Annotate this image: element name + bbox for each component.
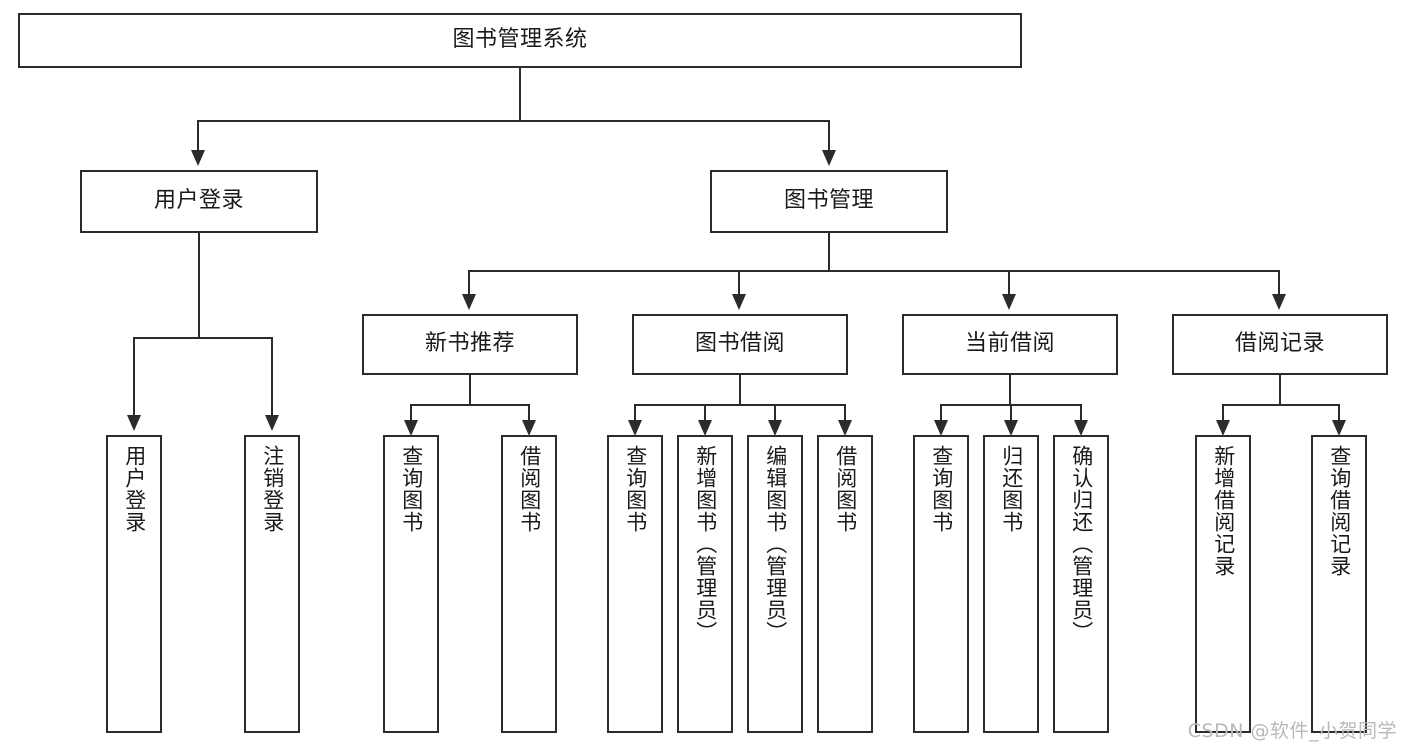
leaf-edit-book-admin[interactable]: 编辑图书（管理员）: [747, 435, 803, 733]
arrowhead-leaf-borrow-book-1: [522, 420, 536, 436]
leaf-add-record[interactable]: 新增借阅记录: [1195, 435, 1251, 733]
node-borrow-record[interactable]: 借阅记录: [1172, 314, 1388, 375]
connector-root-to-user-login: [197, 120, 199, 152]
arrowhead-leaf-query-book-3: [934, 420, 948, 436]
node-book-manage-label: 图书管理: [783, 188, 874, 214]
connector-br-drop-2: [1338, 404, 1340, 422]
connector-root-to-book-manage: [828, 120, 830, 152]
arrowhead-leaf-query-book-1: [404, 420, 418, 436]
connector-bb-stem: [739, 375, 741, 405]
node-root-label: 图书管理系统: [452, 27, 588, 53]
arrowhead-leaf-query-record: [1332, 420, 1346, 436]
connector-br-stem: [1279, 375, 1281, 405]
leaf-query-record-label: 查询借阅记录: [1327, 445, 1352, 577]
arrowhead-leaf-return-book: [1004, 420, 1018, 436]
leaf-query-record[interactable]: 查询借阅记录: [1311, 435, 1367, 733]
arrowhead-current-borrow: [1002, 294, 1016, 310]
leaf-edit-book-admin-label: 编辑图书（管理员）: [763, 445, 788, 643]
connector-bb-drop-2: [704, 404, 706, 422]
node-current-borrow[interactable]: 当前借阅: [902, 314, 1118, 375]
connector-user-login-drop-2: [271, 337, 273, 417]
arrowhead-book-borrow: [732, 294, 746, 310]
leaf-return-book-label: 归还图书: [999, 445, 1024, 533]
connector-nbr-drop-1: [410, 404, 412, 422]
leaf-query-book-3[interactable]: 查询图书: [913, 435, 969, 733]
arrowhead-leaf-add-book-admin: [698, 420, 712, 436]
leaf-add-book-admin[interactable]: 新增图书（管理员）: [677, 435, 733, 733]
connector-bm-drop-2: [738, 270, 740, 296]
arrowhead-leaf-user-login: [127, 415, 141, 431]
leaf-return-book[interactable]: 归还图书: [983, 435, 1039, 733]
leaf-logout[interactable]: 注销登录: [244, 435, 300, 733]
connector-bb-drop-1: [634, 404, 636, 422]
arrowhead-leaf-logout: [265, 415, 279, 431]
connector-br-drop-1: [1222, 404, 1224, 422]
connector-cb-drop-1: [940, 404, 942, 422]
connector-bb-bus: [634, 404, 846, 406]
leaf-query-book-1[interactable]: 查询图书: [383, 435, 439, 733]
connector-nbr-drop-2: [528, 404, 530, 422]
arrowhead-leaf-confirm-return: [1074, 420, 1088, 436]
connector-user-login-bus: [133, 337, 273, 339]
arrowhead-leaf-edit-book-admin: [768, 420, 782, 436]
leaf-query-book-2[interactable]: 查询图书: [607, 435, 663, 733]
node-new-book-rec[interactable]: 新书推荐: [362, 314, 578, 375]
leaf-borrow-book-1[interactable]: 借阅图书: [501, 435, 557, 733]
arrowhead-leaf-borrow-book-2: [838, 420, 852, 436]
connector-br-bus: [1222, 404, 1340, 406]
connector-cb-stem: [1009, 375, 1011, 405]
connector-user-login-drop-1: [133, 337, 135, 417]
leaf-borrow-book-1-label: 借阅图书: [517, 445, 542, 533]
node-user-login-label: 用户登录: [153, 188, 244, 214]
arrowhead-user-login: [191, 150, 205, 166]
leaf-query-book-1-label: 查询图书: [399, 445, 424, 533]
leaf-confirm-return-label: 确认归还（管理员）: [1069, 445, 1094, 643]
node-book-borrow-label: 图书借阅: [694, 331, 785, 357]
arrowhead-borrow-record: [1272, 294, 1286, 310]
connector-cb-drop-2: [1010, 404, 1012, 422]
node-user-login[interactable]: 用户登录: [80, 170, 318, 233]
connector-cb-drop-3: [1080, 404, 1082, 422]
leaf-query-book-2-label: 查询图书: [623, 445, 648, 533]
connector-bm-drop-4: [1278, 270, 1280, 296]
connector-root-stem: [519, 68, 521, 121]
node-book-manage[interactable]: 图书管理: [710, 170, 948, 233]
leaf-add-record-label: 新增借阅记录: [1211, 445, 1236, 577]
connector-nbr-bus: [410, 404, 530, 406]
connector-bm-drop-1: [468, 270, 470, 296]
arrowhead-leaf-add-record: [1216, 420, 1230, 436]
connector-root-bus: [197, 120, 829, 122]
connector-bb-drop-4: [844, 404, 846, 422]
leaf-add-book-admin-label: 新增图书（管理员）: [693, 445, 718, 643]
leaf-user-login[interactable]: 用户登录: [106, 435, 162, 733]
arrowhead-book-manage: [822, 150, 836, 166]
leaf-logout-label: 注销登录: [260, 445, 285, 533]
leaf-borrow-book-2-label: 借阅图书: [833, 445, 858, 533]
connector-bb-drop-3: [774, 404, 776, 422]
connector-nbr-stem: [469, 375, 471, 405]
connector-book-manage-stem: [828, 233, 830, 271]
node-current-borrow-label: 当前借阅: [964, 331, 1055, 357]
leaf-user-login-label: 用户登录: [122, 445, 147, 533]
connector-user-login-stem: [198, 233, 200, 338]
arrowhead-leaf-query-book-2: [628, 420, 642, 436]
arrowhead-new-book-rec: [462, 294, 476, 310]
leaf-confirm-return[interactable]: 确认归还（管理员）: [1053, 435, 1109, 733]
leaf-borrow-book-2[interactable]: 借阅图书: [817, 435, 873, 733]
node-borrow-record-label: 借阅记录: [1234, 331, 1325, 357]
node-new-book-rec-label: 新书推荐: [424, 331, 515, 357]
leaf-query-book-3-label: 查询图书: [929, 445, 954, 533]
node-root[interactable]: 图书管理系统: [18, 13, 1022, 68]
connector-book-manage-bus: [468, 270, 1280, 272]
connector-bm-drop-3: [1008, 270, 1010, 296]
node-book-borrow[interactable]: 图书借阅: [632, 314, 848, 375]
